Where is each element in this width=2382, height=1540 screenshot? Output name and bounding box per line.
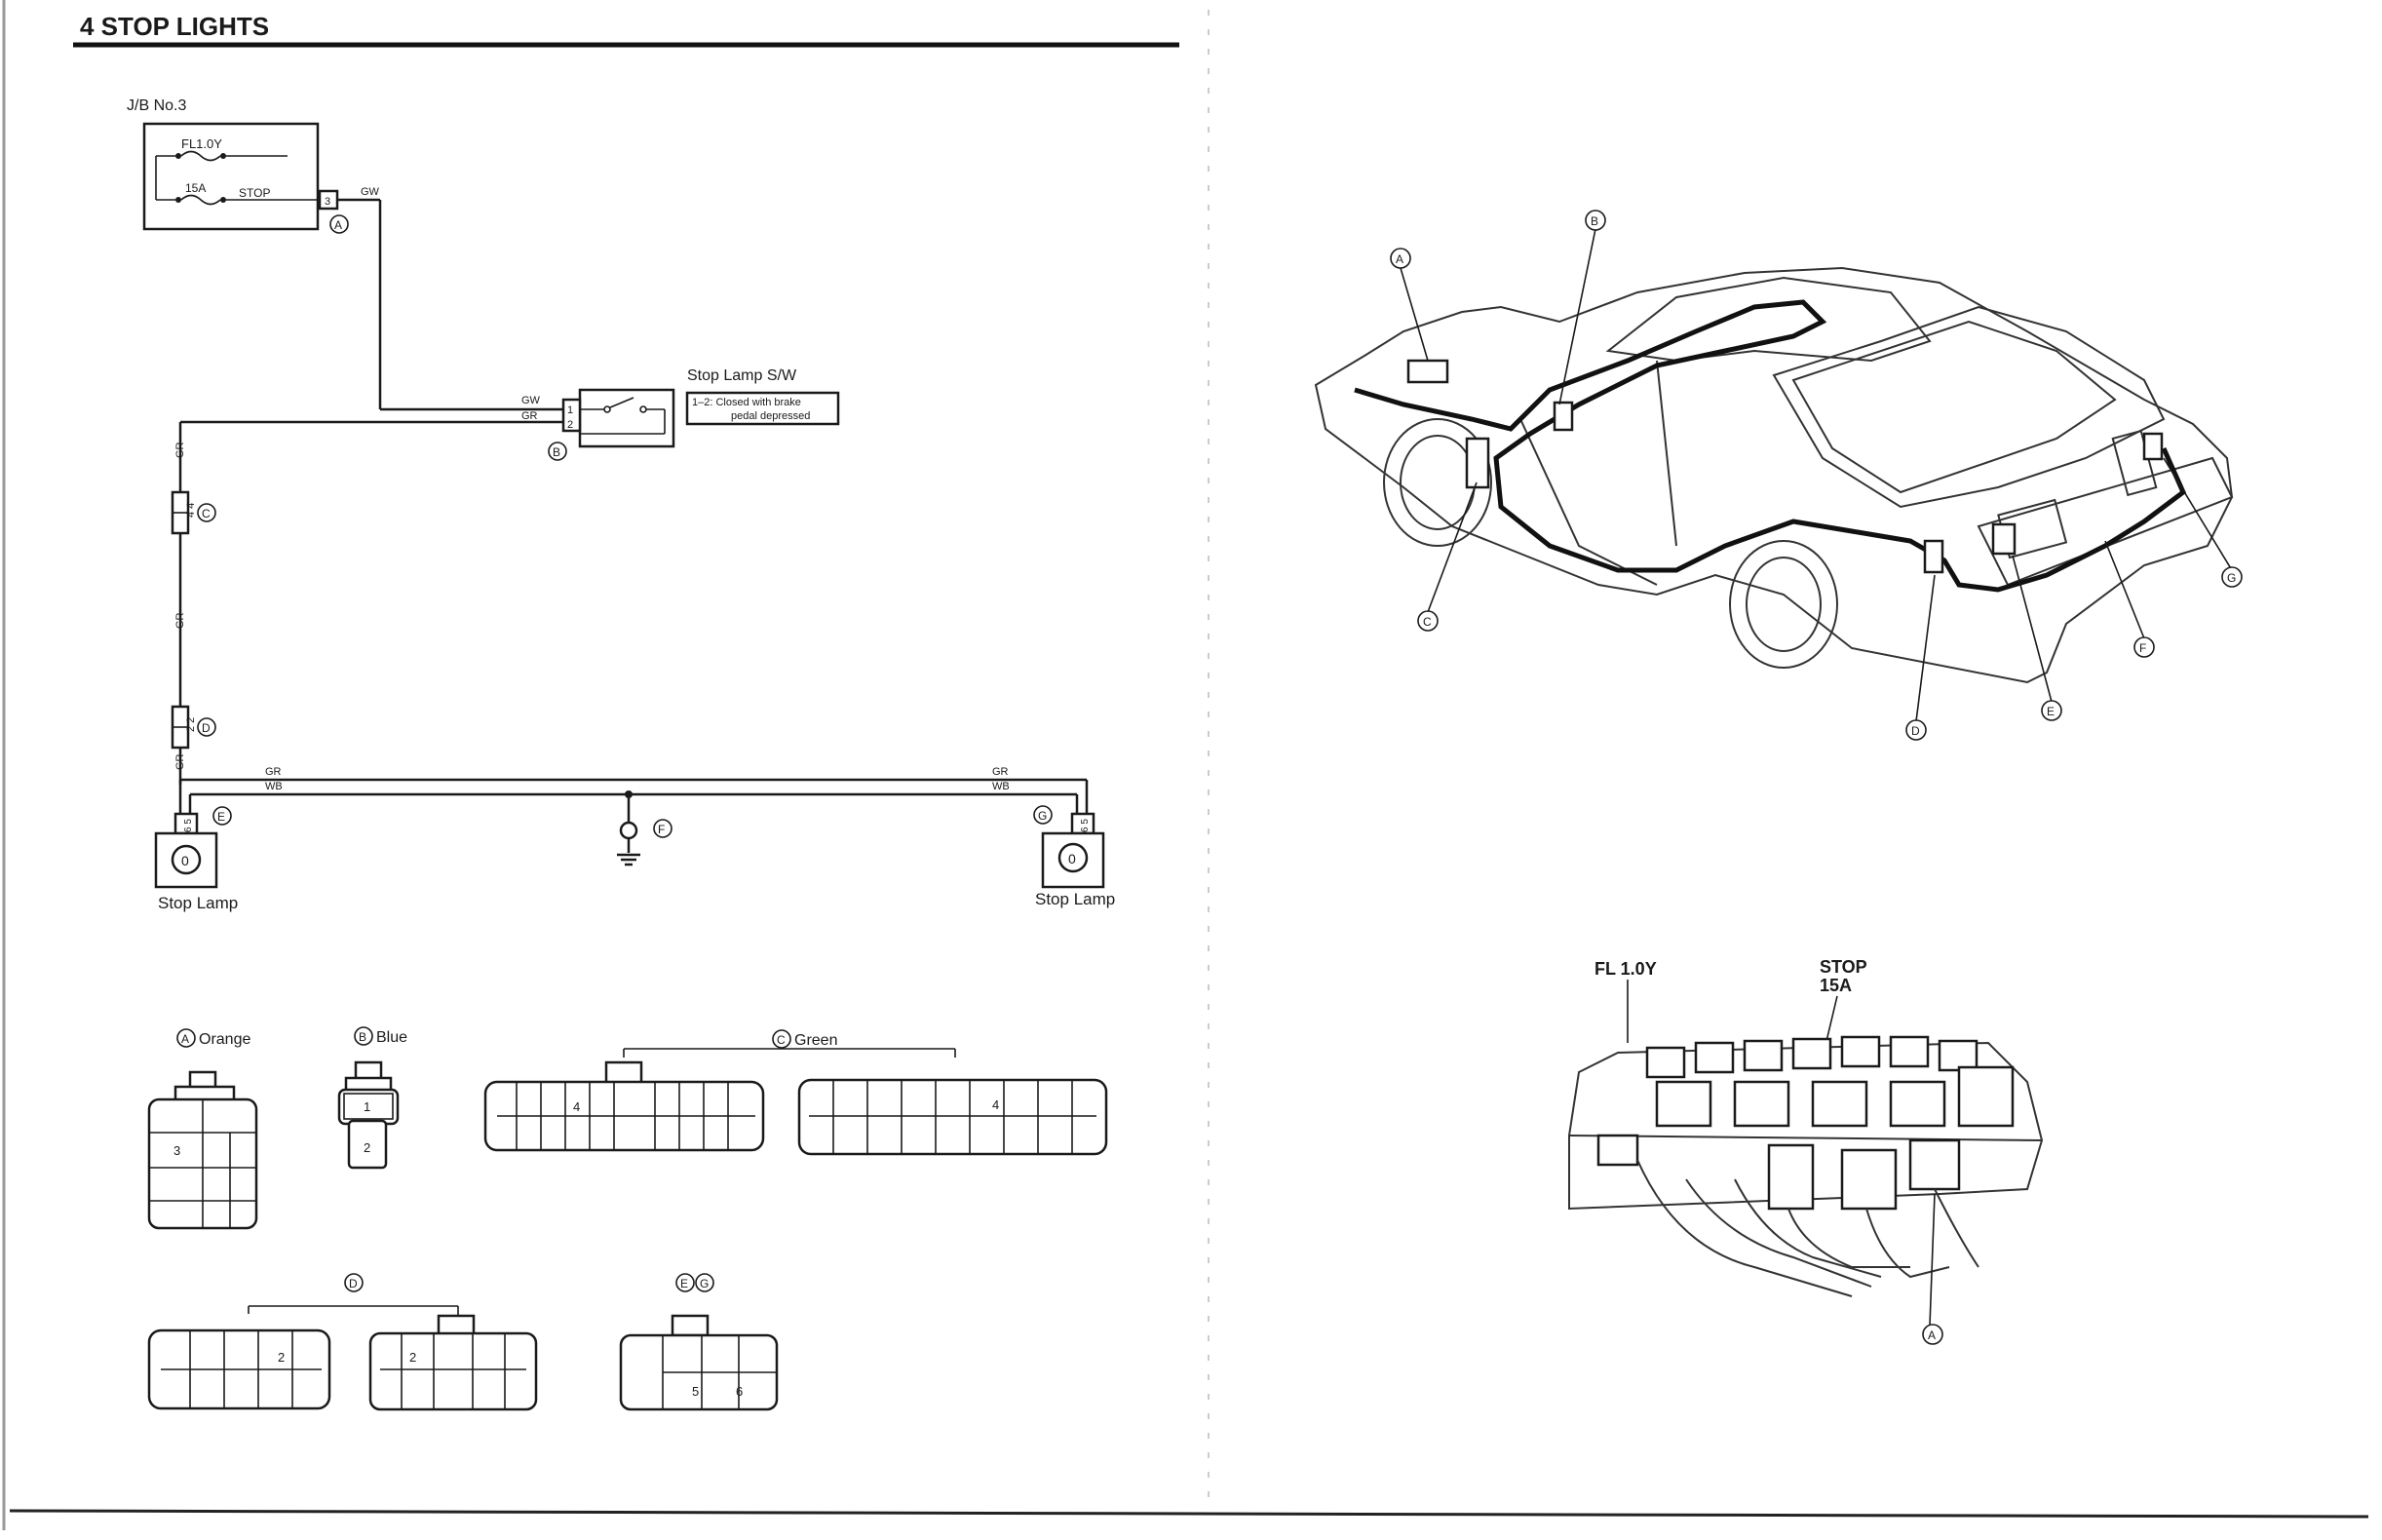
junction-block-drawing: FL 1.0Y STOP 15A A	[1569, 957, 2042, 1344]
jb-label: J/B No.3	[127, 97, 186, 114]
fuse-amp-label: 15A	[185, 181, 206, 195]
switch-label: Stop Lamp S/W	[687, 367, 797, 384]
lamp-left-pins: 6 5	[183, 819, 194, 832]
marker-g: G	[1034, 806, 1052, 824]
connector-c-pin-left: 4	[573, 1099, 580, 1114]
stop-lamp-switch	[580, 390, 673, 446]
connector-c-marker: C	[777, 1033, 786, 1047]
svg-text:A: A	[334, 218, 342, 232]
connector-b-color: Blue	[376, 1029, 407, 1046]
fuse-fl-label: FL1.0Y	[181, 136, 222, 151]
connector-eg-pin6: 6	[736, 1384, 743, 1399]
marker-c: C	[198, 504, 215, 521]
connector-b-pin1: 1	[364, 1099, 370, 1114]
connector-d-pin-right: 2	[409, 1350, 416, 1365]
switch-pin1-label: 1	[567, 404, 573, 416]
svg-text:D: D	[1911, 724, 1920, 738]
wire-label-gr-2: GR	[174, 612, 186, 629]
connector-a-view: A Orange 3	[149, 1029, 256, 1228]
wire-label-gw-top: GW	[361, 186, 380, 198]
svg-text:A: A	[1396, 252, 1403, 266]
svg-text:B: B	[553, 445, 560, 459]
connector-a-pin: 3	[173, 1143, 180, 1158]
switch-note-line2: pedal depressed	[731, 410, 810, 422]
switch-note-line1: 1–2: Closed with brake	[692, 397, 801, 408]
marker-d: D	[198, 718, 215, 736]
svg-text:G: G	[1038, 809, 1047, 823]
jb-drawing-marker-a: A	[1923, 1325, 1942, 1344]
lamp-right-pins: 6 5	[1080, 819, 1091, 832]
svg-text:E: E	[2047, 705, 2055, 718]
lamp-left-label: Stop Lamp	[158, 894, 238, 912]
connector-g-marker: G	[700, 1277, 709, 1290]
connector-d-marker: D	[349, 1277, 358, 1290]
car-marker-b: B	[1586, 211, 1605, 230]
car-marker-f: F	[2134, 637, 2154, 657]
connector-e-marker: E	[680, 1277, 688, 1290]
connector-views: A Orange 3 B Blue 1 2	[149, 1027, 1106, 1409]
svg-text:F: F	[2139, 641, 2146, 655]
wire-label-gr-bus-left: GR	[265, 766, 282, 778]
bottom-edge	[10, 1511, 2368, 1517]
connector-a-color: Orange	[199, 1031, 250, 1048]
connector-b-marker: B	[359, 1030, 366, 1044]
wire-label-gr-bus-right: GR	[992, 766, 1009, 778]
connector-c-view: C Green 4	[485, 1030, 1106, 1154]
marker-e: E	[213, 807, 231, 825]
jb-drawing-amp-label: 15A	[1820, 976, 1852, 995]
svg-text:E: E	[217, 810, 225, 824]
connector-b-view: B Blue 1 2	[339, 1027, 407, 1168]
car-marker-a: A	[1391, 249, 1410, 268]
svg-text:C: C	[202, 507, 211, 520]
svg-text:A: A	[1928, 1328, 1936, 1342]
wire-label-gr-1: GR	[174, 442, 186, 458]
connector-eg-view: E G 5 6	[621, 1274, 777, 1409]
ground-point	[621, 823, 636, 838]
wire-label-gw-switch: GW	[521, 395, 541, 406]
car-marker-c: C	[1418, 611, 1438, 631]
connector-b-pin2: 2	[364, 1140, 370, 1155]
wire-label-wb-bus-right: WB	[992, 781, 1010, 792]
jb-pin-label: 3	[325, 196, 330, 208]
connector-eg-pin5: 5	[692, 1384, 699, 1399]
car-marker-d: D	[1906, 720, 1926, 740]
connector-a-marker: A	[181, 1032, 189, 1046]
switch-pin2-label: 2	[567, 419, 573, 431]
svg-text:C: C	[1423, 615, 1432, 629]
svg-text:G: G	[2227, 571, 2236, 585]
connector-d-pins: 2 2	[185, 717, 197, 732]
jb-drawing-stop-label: STOP	[1820, 957, 1867, 977]
wiring-schematic: J/B No.3 FL1.0Y 15A STOP 3 GW GW S	[127, 97, 1115, 912]
connector-c-color: Green	[794, 1032, 837, 1049]
svg-text:B: B	[1591, 214, 1598, 228]
junction-block	[144, 124, 318, 229]
marker-a: A	[330, 215, 348, 233]
wire-label-gr-switch: GR	[521, 410, 538, 422]
connector-d-view: D 2 2	[149, 1274, 536, 1409]
marker-f: F	[654, 820, 672, 837]
marker-b: B	[549, 443, 566, 460]
lamp-left-symbol: 0	[181, 853, 189, 868]
vehicle-location-drawing: A B C D E F G	[1316, 211, 2242, 740]
svg-text:F: F	[658, 823, 665, 836]
connector-c-pin-right: 4	[992, 1097, 999, 1112]
wire-label-gr-3: GR	[174, 753, 186, 770]
connector-c-pins: 4 4	[185, 503, 197, 518]
lamp-right-symbol: 0	[1068, 851, 1076, 866]
svg-text:D: D	[202, 721, 211, 735]
fuse-stop-label: STOP	[239, 186, 270, 200]
page-title: 4 STOP LIGHTS	[80, 12, 269, 41]
jb-drawing-fl-label: FL 1.0Y	[1594, 959, 1657, 979]
connector-d-pin-left: 2	[278, 1350, 285, 1365]
car-marker-g: G	[2222, 567, 2242, 587]
ground-symbol	[617, 855, 640, 865]
car-marker-e: E	[2042, 701, 2061, 720]
lamp-right-label: Stop Lamp	[1035, 890, 1115, 908]
wire-label-wb-bus-left: WB	[265, 781, 283, 792]
